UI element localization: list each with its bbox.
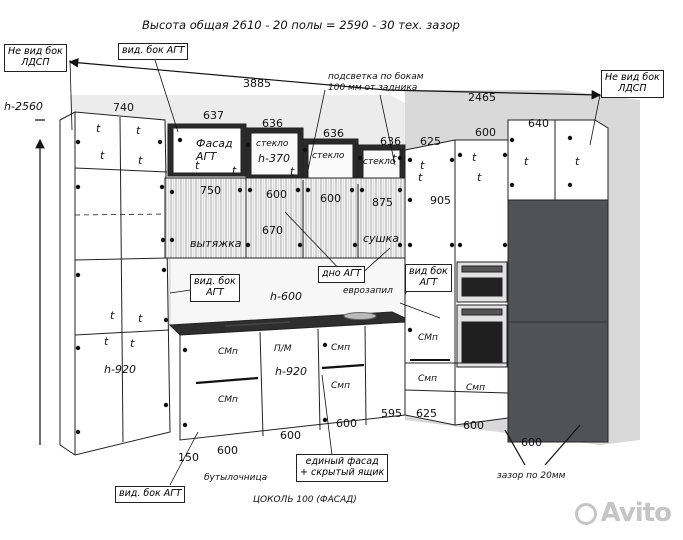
callout-side-ldsp-right: Не вид бок ЛДСП	[601, 70, 664, 98]
label-t: t	[232, 164, 237, 177]
dim-600-column: 600	[521, 436, 542, 449]
dim-150: 150	[178, 451, 199, 464]
label-facade-agt: Фасад АГТ	[196, 137, 233, 164]
label-t: t	[290, 165, 295, 178]
callout-side-agt-mid: вид. бок АГТ	[190, 274, 240, 302]
dim-595: 595	[381, 407, 402, 420]
callout-single-facade: единый фасад + скрытый ящик	[296, 454, 389, 482]
left-tall-column	[59, 111, 171, 456]
dim-h600: h-600	[270, 290, 302, 303]
dim-600-b4: 600	[217, 444, 238, 457]
callout-side-agt-bottom: вид. бок АГТ	[115, 486, 186, 503]
dimension-lines	[35, 57, 602, 466]
hinge-dots	[75, 135, 573, 435]
dim-905: 905	[430, 194, 451, 207]
label-smp-5: СМп	[418, 333, 438, 343]
label-pm: П/М	[274, 344, 292, 354]
page-title: Высота общая 2610 - 20 полы = 2590 - 30 …	[142, 18, 460, 32]
label-dryer: сушка	[363, 232, 400, 245]
label-t: t	[477, 171, 482, 184]
label-smp-6: Смп	[418, 374, 437, 384]
label-glass-2: стекло	[312, 151, 345, 161]
dim-670: 670	[262, 224, 283, 237]
label-t: t	[100, 149, 105, 162]
callout-bottom-agt: дно АГТ	[318, 266, 366, 283]
label-smp-4: Смп	[331, 381, 350, 391]
label-t: t	[524, 155, 529, 168]
dim-height-total: h-2560	[4, 100, 43, 113]
label-gap: зазор по 20мм	[497, 471, 566, 481]
dim-overall-right: 2465	[468, 91, 496, 104]
dim-600-b2: 600	[336, 417, 357, 430]
label-t: t	[130, 337, 135, 350]
label-t: t	[104, 335, 109, 348]
base-cabinets	[168, 311, 406, 441]
label-t: t	[392, 152, 397, 165]
dim-600-mid-1: 600	[266, 188, 287, 201]
dim-636-b: 636	[323, 127, 344, 140]
dim-h920-left: h-920	[104, 363, 136, 376]
callout-side-agt-top: вид. бок АГТ	[118, 43, 189, 60]
dim-636-a: 636	[262, 117, 283, 130]
callout-side-ldsp-left: Не вид бок ЛДСП	[4, 44, 67, 72]
label-t: t	[418, 171, 423, 184]
dim-637: 637	[203, 109, 224, 122]
callout-lighting: подсветка по бокам 100 мм от задника	[328, 72, 424, 94]
dim-600-top: 600	[475, 126, 496, 139]
label-euro-cut: еврозапил	[343, 286, 393, 296]
callout-side-agt-right: вид бок АГТ	[405, 264, 452, 292]
label-glass-1: стекло	[256, 139, 289, 149]
dim-625-bottom: 625	[416, 407, 437, 420]
label-smp-2: СМп	[218, 395, 238, 405]
dim-875: 875	[372, 196, 393, 209]
dim-636-c: 636	[380, 135, 401, 148]
label-t: t	[96, 122, 101, 135]
dim-600-b1: 600	[463, 419, 484, 432]
dim-600-mid-2: 600	[320, 192, 341, 205]
label-t: t	[575, 155, 580, 168]
label-hood: вытяжка	[190, 237, 242, 250]
label-t: t	[195, 159, 200, 172]
label-t: t	[420, 159, 425, 172]
dim-h370: h-370	[258, 152, 290, 165]
dim-750: 750	[200, 184, 221, 197]
dim-600-b3: 600	[280, 429, 301, 442]
label-smp-3: Смп	[331, 343, 350, 353]
label-t: t	[138, 312, 143, 325]
label-t: t	[136, 124, 141, 137]
dim-740: 740	[113, 101, 134, 114]
dim-640: 640	[528, 117, 549, 130]
dim-h920-mid: h-920	[275, 365, 307, 378]
label-t: t	[138, 154, 143, 167]
label-smp-1: СМп	[218, 347, 238, 357]
label-plinth: ЦОКОЛЬ 100 (ФАСАД)	[253, 495, 357, 505]
right-tall-modules	[404, 119, 609, 443]
leader-lines	[69, 59, 601, 486]
dim-overall-left: 3885	[243, 77, 271, 90]
dim-625-top: 625	[420, 135, 441, 148]
label-bottle-holder: бутылочница	[204, 473, 268, 483]
label-smp-7: Смп	[466, 383, 485, 393]
label-t: t	[110, 309, 115, 322]
label-glass-3: стекло	[363, 157, 396, 167]
avito-watermark: Avito	[574, 498, 672, 528]
label-t: t	[472, 151, 477, 164]
